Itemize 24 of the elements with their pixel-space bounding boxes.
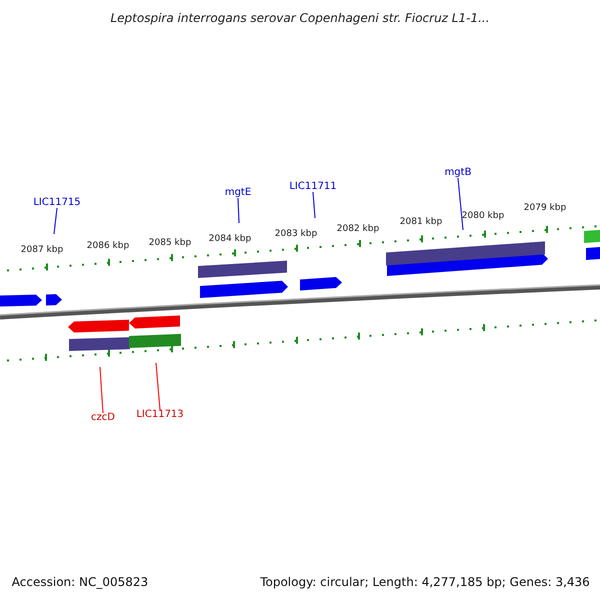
gene-label: mgtE bbox=[224, 188, 252, 198]
scale-label: 2087 kbp bbox=[20, 246, 64, 255]
footer-text: Topology: circular; Length: 4,277,185 bp; Genes: 3,436 bbox=[260, 576, 590, 588]
leader-line bbox=[458, 178, 464, 230]
gene-label: LIC11715 bbox=[33, 198, 81, 208]
leader-line bbox=[312, 192, 316, 218]
scale-label: 2084 kbp bbox=[208, 235, 252, 244]
scale-label: 2082 kbp bbox=[336, 225, 380, 234]
footer-text: Accession: NC_005823 bbox=[12, 576, 148, 588]
title: Leptospira interrogans serovar Copenhageni str. Fiocruz L1-1... bbox=[110, 12, 490, 24]
scale-label: 2080 kbp bbox=[462, 212, 504, 221]
gene-label: LIC11711 bbox=[289, 182, 337, 192]
scale-label: 2081 kbp bbox=[400, 218, 442, 227]
gene-label: czcD bbox=[91, 413, 115, 423]
scale-label: 2086 kbp bbox=[86, 242, 130, 251]
gene-label: LIC11713 bbox=[136, 410, 184, 420]
leader-line bbox=[54, 208, 58, 234]
scale-label: 2079 kbp bbox=[524, 204, 566, 213]
gene-label: mgtB bbox=[444, 168, 472, 178]
scale-label: 2085 kbp bbox=[148, 239, 192, 248]
leader-line bbox=[100, 366, 104, 414]
scale-label: 2083 kbp bbox=[274, 230, 318, 239]
leader-line bbox=[238, 198, 240, 224]
leader-line bbox=[156, 362, 160, 410]
